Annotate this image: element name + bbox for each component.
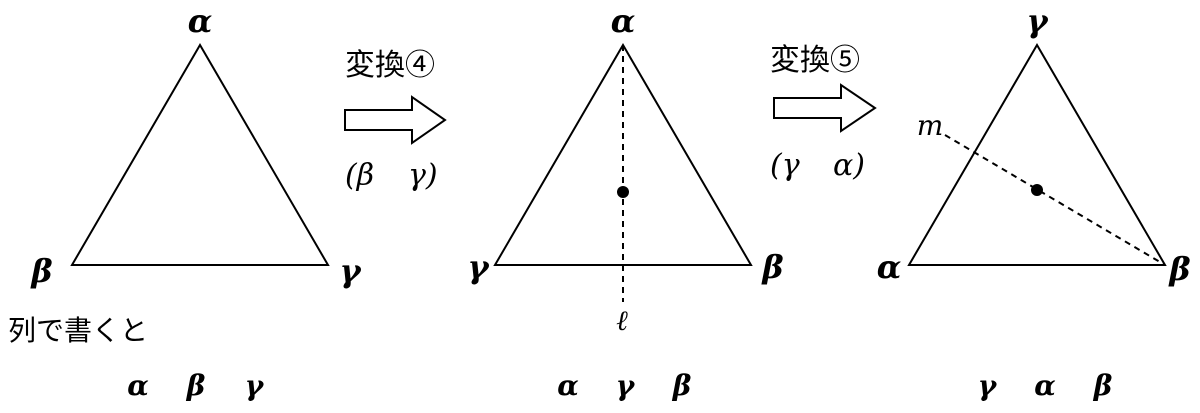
triangle-2-axis-label: ℓ [616,304,628,337]
arrow-2: 変換⑤ (γ α) [770,43,877,183]
arrow-1-title: 変換④ [345,48,435,83]
arrow-1-shape [344,95,447,145]
triangle-1-right-vertex: γ [339,252,362,290]
sequence-3: γ α β [978,369,1113,402]
triangle-3-left-vertex: α [877,248,902,286]
sequence-2: α γ β [557,369,691,402]
triangle-2: α γ β ℓ [467,2,783,337]
arrow-2-pair-close: α) [833,148,865,183]
arrow-2-title: 変換⑤ [770,43,860,78]
triangle-1: α β γ [30,2,362,290]
sequence-1-item-2: β [186,369,206,402]
sequence-2-item-1: α [557,369,579,402]
triangle-1-shape [70,43,330,266]
sequence-3-item-2: α [1034,369,1056,402]
arrow-2-shape [773,83,877,133]
triangle-2-right-vertex: β [761,248,783,286]
arrow-1-pair-close: γ) [408,158,438,193]
sequence-3-item-3: β [1093,369,1113,402]
arrow-1: 変換④ (β γ) [344,48,447,193]
triangle-1-top-vertex: α [188,2,213,40]
triangle-2-top-vertex: α [611,2,636,40]
triangle-2-left-vertex: γ [467,248,490,286]
triangle-3: γ α β m [877,2,1191,288]
sequence-1-item-1: α [127,369,149,402]
triangle-3-right-vertex: β [1168,250,1190,288]
triangle-1-left-vertex: β [30,252,52,290]
triangle-3-axis-label: m [917,109,944,142]
triangle-3-axis-line [944,134,1166,266]
triangle-2-center-dot [617,186,629,198]
triangle-3-top-vertex: γ [1026,2,1049,40]
sequence-2-item-2: γ [616,369,636,402]
triangle-3-shape [907,43,1167,266]
arrow-1-pair-open: (β [345,158,374,193]
sequence-2-item-3: β [672,369,692,402]
triangle-3-center-dot [1031,184,1043,196]
sequence-3-item-1: γ [978,369,998,402]
sequence-1: α β γ [127,369,265,402]
arrow-2-pair-open: (γ [770,148,800,183]
sequence-1-item-3: γ [245,369,265,402]
sequence-caption: 列で書くと [8,314,148,347]
